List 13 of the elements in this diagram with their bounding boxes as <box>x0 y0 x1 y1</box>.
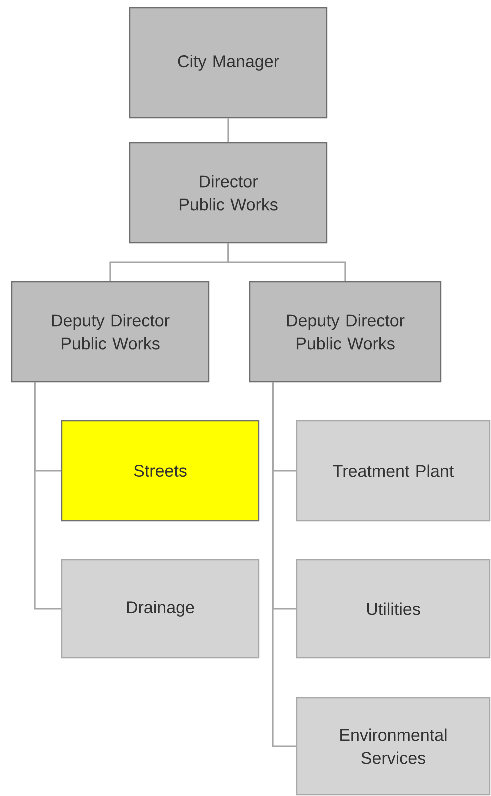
org-box: Treatment Plant <box>296 420 491 522</box>
org-box: Utilities <box>296 559 491 659</box>
org-box: Environmental Services <box>296 697 491 796</box>
connector-line <box>272 382 296 748</box>
connector-line <box>228 118 230 142</box>
org-box: Drainage <box>61 559 260 659</box>
connector-line <box>228 244 346 282</box>
org-box: Director Public Works <box>129 142 328 244</box>
org-box: Deputy Director Public Works <box>11 281 210 383</box>
org-box: Deputy Director Public Works <box>249 281 442 383</box>
org-box: City Manager <box>129 7 328 119</box>
highlighted-box: Streets <box>61 420 260 522</box>
connector-line <box>34 382 62 610</box>
